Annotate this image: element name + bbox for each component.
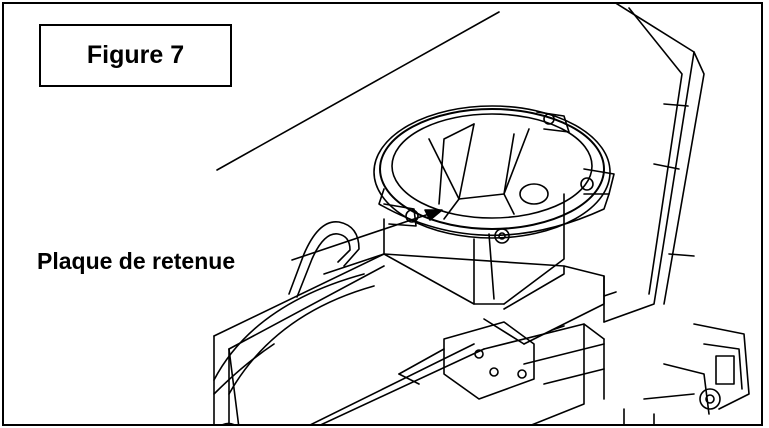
chute-base-neck	[323, 193, 565, 305]
lower-housing-curve	[222, 422, 235, 424]
housing-corner-block	[623, 323, 750, 424]
housing-top-edge	[216, 11, 500, 171]
callout-arrowhead	[424, 209, 443, 221]
crank-handle	[288, 221, 360, 298]
chute-throat	[428, 123, 549, 220]
frame-slots	[551, 291, 617, 331]
figure-title: Figure 7	[86, 41, 185, 69]
chute-ring	[373, 105, 615, 239]
housing-side-panel	[603, 4, 705, 323]
callout-label: Plaque de retenue	[35, 248, 238, 275]
snowblower-chute-drawing	[213, 4, 750, 424]
ring-bolts	[405, 113, 594, 244]
figure-title-box: Figure 7	[39, 24, 232, 87]
callout-leader	[291, 209, 443, 261]
front-frame-rails	[228, 323, 605, 424]
auger-housing	[213, 253, 605, 424]
bracket-plate	[443, 321, 535, 400]
